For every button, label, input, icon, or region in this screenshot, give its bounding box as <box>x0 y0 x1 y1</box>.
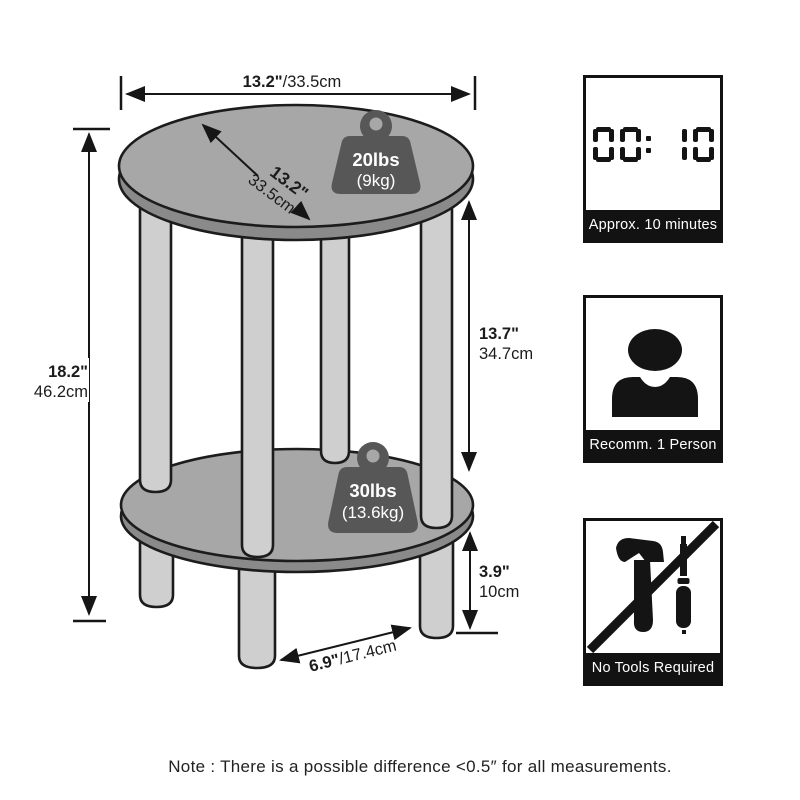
no-tools-icon <box>586 520 720 654</box>
diameter-arrow-lower <box>290 200 311 221</box>
person-icon <box>612 329 698 417</box>
table-leg-back-left <box>138 188 173 494</box>
leg-spacing-arrow <box>279 624 412 664</box>
shelf-weight-lbs: 30lbs <box>349 480 396 501</box>
top-weight-kg: (9kg) <box>357 171 396 190</box>
assembly-time-label: Approx. 10 minutes <box>586 210 720 240</box>
persons-label: Recomm. 1 Person <box>586 430 720 460</box>
shelf-weight-kg: (13.6kg) <box>342 503 404 522</box>
slash-line <box>586 520 720 654</box>
total-height-in: 18.2" <box>48 363 88 381</box>
tier-clearance-in: 13.7" <box>479 325 519 343</box>
table-short-leg-center <box>237 543 277 670</box>
table-leg-front-right <box>419 188 454 530</box>
weight-body <box>331 136 421 194</box>
table-leg-back-center <box>319 183 351 465</box>
top-weight-icon: 20lbs (9kg) <box>331 110 421 194</box>
tabletop-surface <box>117 103 475 229</box>
no-tools-label: No Tools Required <box>586 653 720 683</box>
tier-clearance-cm: 34.7cm <box>479 345 533 363</box>
info-panel-tools: No Tools Required <box>583 518 723 686</box>
weight-body <box>328 467 418 533</box>
weight-ring-hole <box>366 449 380 463</box>
top-width-label: 13.2"/33.5cm <box>243 73 342 91</box>
leg-height-cm: 10cm <box>479 583 519 601</box>
table-leg-front-center <box>240 193 275 559</box>
label-mask <box>42 358 89 402</box>
shelf-weight-icon: 30lbs (13.6kg) <box>328 442 418 533</box>
info-panel-assembly-time: Approx. 10 minutes <box>583 75 723 243</box>
diameter-arrow-upper <box>201 123 259 177</box>
table-short-leg-left <box>138 538 175 609</box>
info-panel-persons: Recomm. 1 Person <box>583 295 723 463</box>
clock-icon <box>590 126 717 162</box>
leg-height-in: 3.9" <box>479 563 510 581</box>
measurement-note: Note : There is a possible difference <0… <box>168 757 672 776</box>
total-height-cm: 46.2cm <box>34 383 88 401</box>
weight-ring-hole <box>369 117 383 131</box>
top-weight-lbs: 20lbs <box>352 149 399 170</box>
